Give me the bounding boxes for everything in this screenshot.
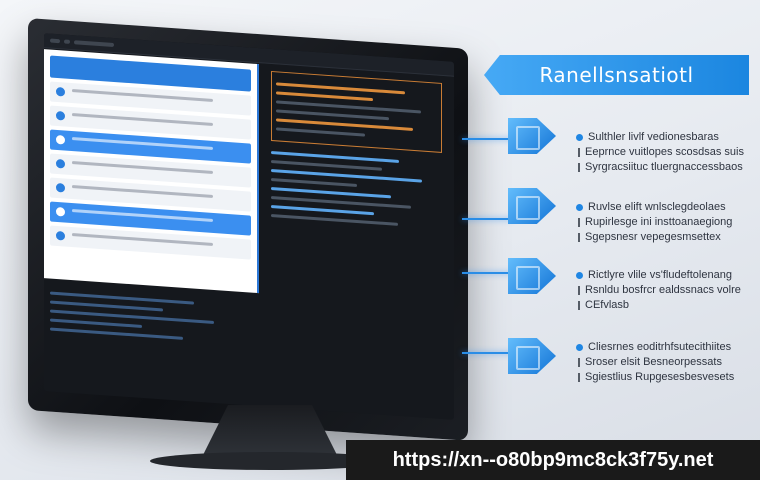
feature-group: Cliesrnes eoditrhfsutecithiites Sroser e… bbox=[576, 340, 756, 385]
feature-line: Sroser elsit Besneorpessats bbox=[585, 356, 722, 368]
feature-tag-icon bbox=[508, 258, 556, 294]
connector-line bbox=[462, 218, 512, 220]
bullet-icon bbox=[576, 272, 583, 279]
feature-line: Cliesrnes eoditrhfsutecithiites bbox=[588, 341, 732, 353]
feature-line: Sgepsnesr vepegesmsettex bbox=[585, 231, 721, 243]
connector-line bbox=[462, 352, 512, 354]
bullet-icon bbox=[576, 134, 583, 141]
watermark-url: https://xn--o80bp9mc8ck3f75y.net bbox=[346, 440, 760, 480]
settings-panel bbox=[44, 49, 260, 294]
bar-icon bbox=[578, 218, 580, 227]
feature-tag-icon bbox=[508, 338, 556, 374]
feature-tag-icon bbox=[508, 118, 556, 154]
feature-group: Sulthler livlf vedionesbaras Eeprnce vui… bbox=[576, 130, 756, 175]
bar-icon bbox=[578, 233, 580, 242]
feature-line: Eeprnce vuitlopes scosdsas suis bbox=[585, 146, 744, 158]
feature-line: Rupirlesge ini insttoanaegiong bbox=[585, 216, 733, 228]
computer-monitor bbox=[28, 18, 468, 441]
feature-line: Syrgracsiituc tluergnaccessbaos bbox=[585, 161, 743, 173]
monitor-stand bbox=[200, 405, 340, 461]
monitor-stand-base bbox=[150, 452, 390, 470]
console-output bbox=[50, 285, 255, 400]
feature-group: Rictlyre vlile vs'fludeftolenang Rsnldu … bbox=[576, 268, 756, 313]
code-highlight-block bbox=[271, 71, 442, 153]
bar-icon bbox=[578, 358, 580, 367]
bar-icon bbox=[578, 148, 580, 157]
bar-icon bbox=[578, 373, 580, 382]
feature-line: Sgiestlius Rupgesesbesvesets bbox=[585, 371, 735, 383]
connector-line bbox=[462, 138, 512, 140]
feature-line: Rictlyre vlile vs'fludeftolenang bbox=[588, 269, 732, 281]
monitor-screen bbox=[44, 33, 454, 420]
bar-icon bbox=[578, 163, 580, 172]
connector-line bbox=[462, 272, 512, 274]
bar-icon bbox=[578, 301, 580, 310]
title-banner: Ranellsnsatiotl bbox=[484, 55, 749, 95]
feature-line: Sulthler livlf vedionesbaras bbox=[588, 131, 719, 143]
feature-line: Ruvlse elift wnlsclegdeolaes bbox=[588, 201, 726, 213]
bullet-icon bbox=[576, 344, 583, 351]
feature-tag-icon bbox=[508, 188, 556, 224]
code-editor bbox=[265, 65, 448, 414]
bar-icon bbox=[578, 286, 580, 295]
banner-title: Ranellsnsatiotl bbox=[539, 63, 694, 87]
bullet-icon bbox=[576, 204, 583, 211]
feature-group: Ruvlse elift wnlsclegdeolaes Rupirlesge … bbox=[576, 200, 756, 245]
feature-line: CEfvlasb bbox=[585, 299, 630, 311]
feature-line: Rsnldu bosfrcr ealdssnacs volre bbox=[585, 284, 741, 296]
